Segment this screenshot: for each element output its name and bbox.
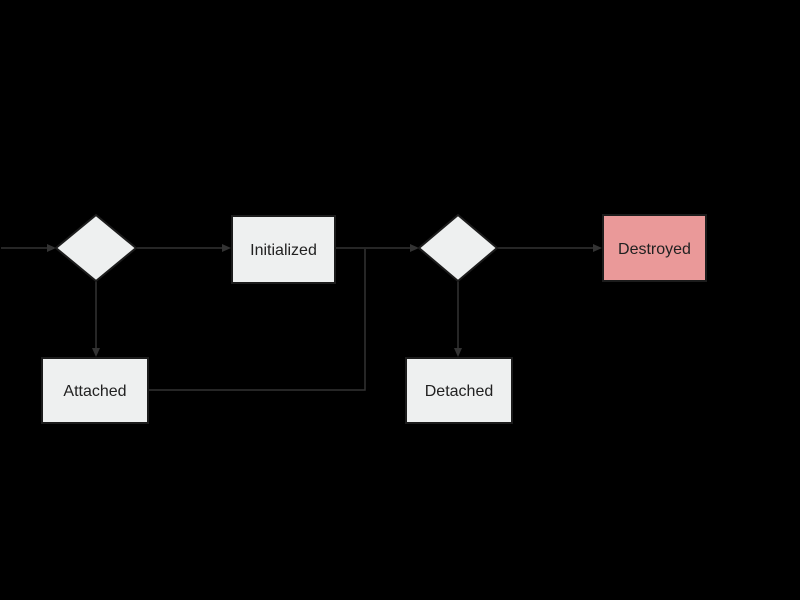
detached-box bbox=[405, 357, 513, 424]
initialized-label: Initialized bbox=[250, 242, 317, 259]
node-initialized: Initialized bbox=[231, 215, 336, 284]
arrowhead-entry-to-decision1 bbox=[47, 244, 56, 252]
decision1-diamond bbox=[54, 213, 138, 283]
arrowhead-decision1-to-attached bbox=[92, 348, 100, 357]
destroyed-label: Destroyed bbox=[618, 241, 691, 258]
initialized-box bbox=[231, 215, 336, 284]
attached-label: Attached bbox=[63, 383, 126, 400]
arrowhead-decision2-to-destroyed bbox=[593, 244, 602, 252]
decision2-diamond bbox=[417, 213, 499, 283]
node-decision1 bbox=[54, 213, 138, 283]
arrowhead-initialized-to-decision2 bbox=[410, 244, 419, 252]
edge-attached-to-junction bbox=[148, 249, 366, 391]
node-attached: Attached bbox=[41, 357, 149, 424]
destroyed-box bbox=[602, 214, 707, 282]
arrowhead-decision1-to-initialized bbox=[222, 244, 231, 252]
detached-label: Detached bbox=[425, 383, 494, 400]
node-detached: Detached bbox=[405, 357, 513, 424]
node-destroyed: Destroyed bbox=[602, 214, 707, 282]
node-decision2 bbox=[417, 213, 499, 283]
edge-layer bbox=[1, 244, 602, 391]
arrowhead-decision2-to-detached bbox=[454, 348, 462, 357]
attached-box bbox=[41, 357, 149, 424]
